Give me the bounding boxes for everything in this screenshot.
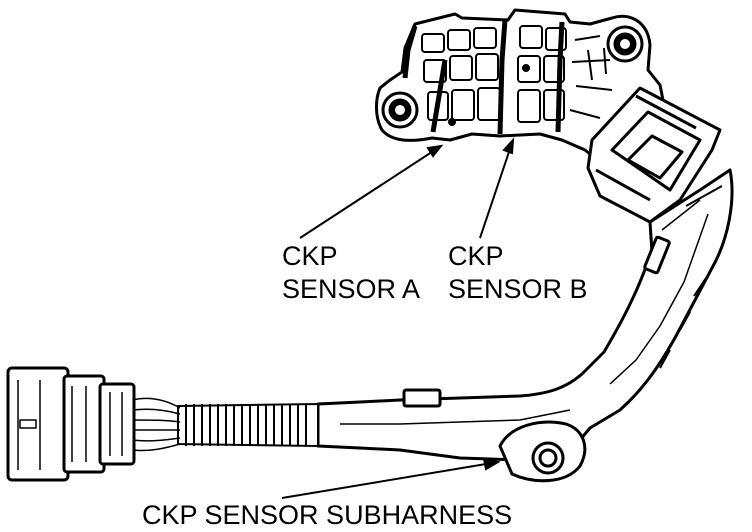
sensor-pickup-edges [402,19,565,135]
leader-sensor-b [479,139,514,239]
leader-lines [281,137,515,499]
sensor-connector [586,86,722,224]
corrugated-conduit [177,402,319,448]
arrowhead-sensor-b [502,137,515,155]
harness-connector [6,366,136,482]
label-sensor-a-line1: CKP [282,241,338,271]
loose-wires [131,397,181,452]
label-sensor-a-line2: SENSOR A [282,274,420,304]
leader-subharness [281,461,499,499]
label-subharness: CKP SENSOR SUBHARNESS [142,500,512,530]
label-sensor-b-line2: SENSOR B [448,274,588,304]
arrowhead-sensor-a [426,144,444,158]
label-sensor-b-line1: CKP [448,241,504,271]
subharness-cable [316,168,734,483]
housing-ribs [421,25,613,126]
arrowhead-subharness [482,457,501,471]
leader-sensor-a [299,145,442,239]
